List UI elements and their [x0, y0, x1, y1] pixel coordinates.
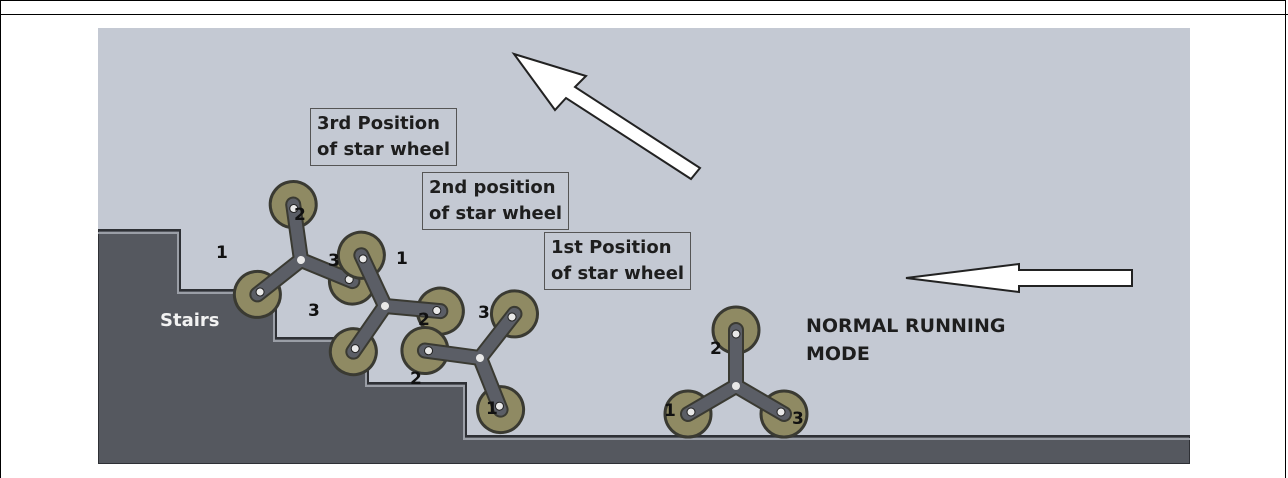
wheel-number: 3 — [792, 409, 804, 429]
wheel-number: 2 — [410, 369, 422, 389]
wheel-number: 2 — [294, 205, 306, 225]
mode-line2: MODE — [806, 343, 870, 365]
label-first-position: 1st Position of star wheel — [544, 232, 692, 290]
arrow-up-left-icon — [511, 52, 702, 181]
wheel-number: 3 — [478, 303, 490, 323]
wheel-number: 3 — [328, 251, 340, 271]
diagram-canvas: 1 2 3 1 2 3 1 2 3 1 2 3 — [98, 52, 1190, 464]
star-wheel-normal-running — [665, 307, 807, 437]
label-third-position: 3rd Position of star wheel — [310, 108, 458, 166]
arrow-left-icon — [905, 262, 1133, 294]
label-third-line2: of star wheel — [317, 139, 451, 160]
normal-running-mode-label: NORMAL RUNNING MODE — [806, 312, 1005, 368]
label-first-line1: 1st Position — [551, 237, 672, 258]
wheel-number: 1 — [664, 401, 676, 421]
wheel-number: 1 — [486, 399, 498, 419]
wheel-number: 1 — [396, 249, 408, 269]
top-rule — [0, 14, 1288, 15]
wheel-number: 3 — [308, 301, 320, 321]
diagram-panel: 1 2 3 1 2 3 1 2 3 1 2 3 3rd Position of … — [98, 28, 1190, 464]
label-third-line1: 3rd Position — [317, 113, 440, 134]
label-second-position: 2nd position of star wheel — [422, 172, 570, 230]
label-first-line2: of star wheel — [551, 263, 685, 284]
label-second-line1: 2nd position — [429, 177, 556, 198]
stairs-label: Stairs — [160, 310, 220, 331]
mode-line1: NORMAL RUNNING — [806, 315, 1006, 337]
wheel-number: 1 — [216, 243, 228, 263]
stairs-shape — [98, 229, 1190, 464]
wheel-number: 2 — [418, 310, 430, 330]
label-second-line2: of star wheel — [429, 203, 563, 224]
wheel-number: 2 — [710, 339, 722, 359]
